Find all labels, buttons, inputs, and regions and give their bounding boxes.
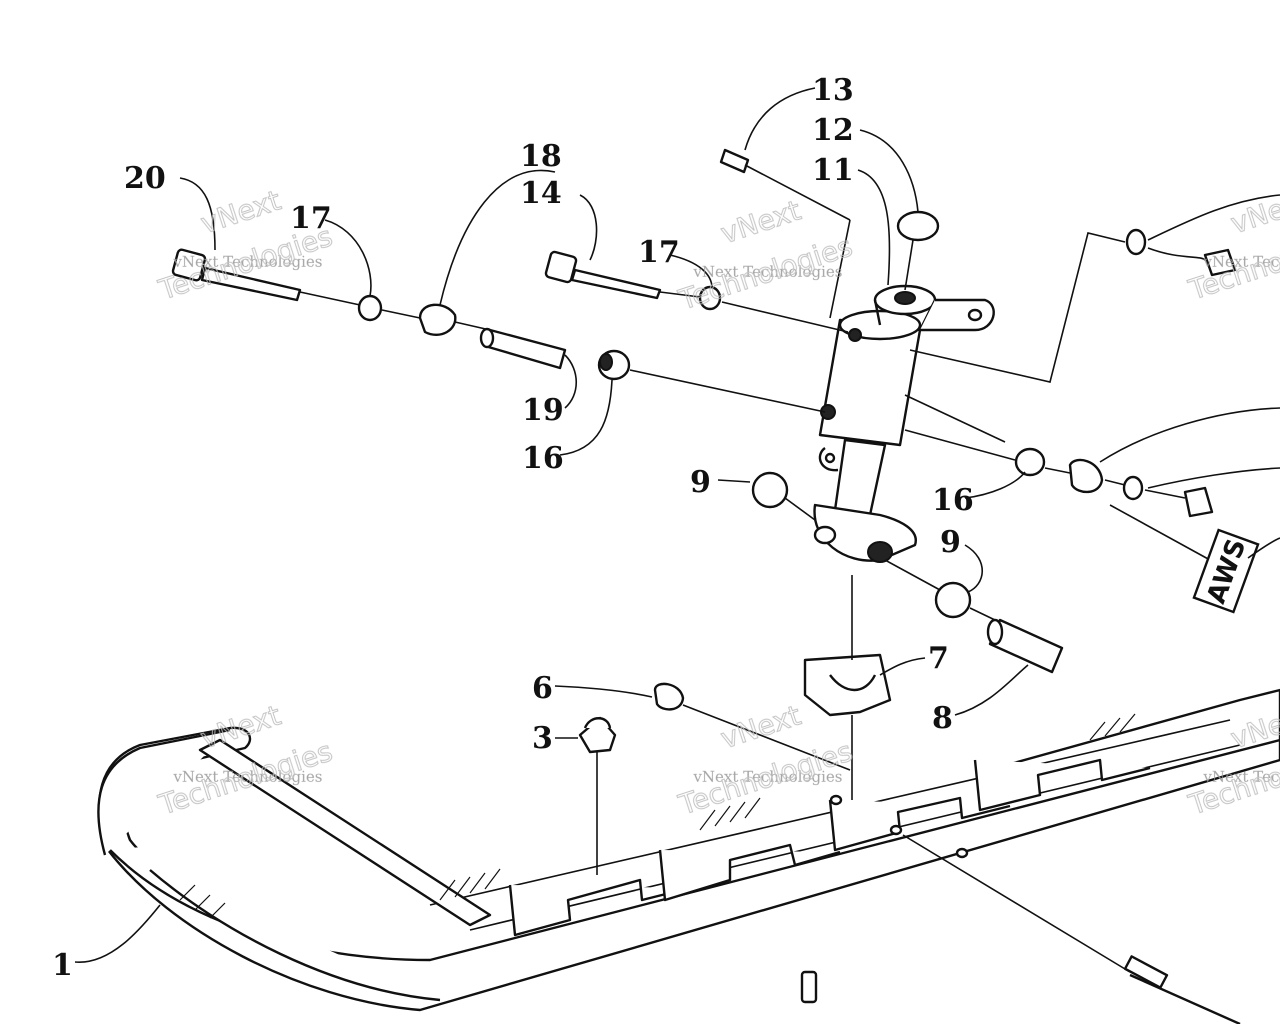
callout-8: 8: [932, 701, 953, 736]
hardware-parts: [171, 148, 1237, 754]
leader-lines: [74, 87, 1280, 963]
watermark-3-line3: Technologies: [1184, 219, 1280, 306]
watermark-1-line2: vNext Technologies: [172, 253, 322, 271]
callout-14: 14: [520, 176, 562, 211]
callout-20: 20: [124, 161, 166, 196]
callout-13: 13: [812, 73, 854, 108]
ski-body: [97, 688, 1280, 1024]
watermark-3-line2: vNext Technologies: [1202, 253, 1280, 271]
callout-19: 19: [522, 393, 564, 428]
watermark-2-line1: vNext: [717, 193, 805, 250]
aws-badge: AWS: [1192, 528, 1260, 614]
callout-11: 11: [812, 153, 854, 188]
watermark-1-line1: vNext: [197, 183, 285, 240]
callout-7: 7: [928, 641, 949, 676]
callout-9-right: 9: [940, 525, 961, 560]
callout-9-left: 9: [690, 465, 711, 500]
callout-16-right: 16: [932, 483, 974, 518]
callout-17-left: 17: [290, 201, 332, 236]
callout-6: 6: [532, 671, 553, 706]
watermark-3-line1: vNext: [1227, 183, 1280, 240]
callout-17-right: 17: [638, 235, 680, 270]
watermark-6-line2: vNext Technologies: [1202, 768, 1280, 786]
spindle-housing: [813, 284, 995, 563]
callout-12: 12: [812, 113, 854, 148]
callout-labels: 1 3 6 7 8 9 9 11 12 13 14 16 16 17 17 18…: [52, 73, 974, 983]
watermark-2-line2: vNext Technologies: [692, 263, 842, 281]
callout-3: 3: [532, 721, 553, 756]
watermark-4-line2: vNext Technologies: [172, 768, 322, 786]
callout-1: 1: [52, 948, 73, 983]
assembly-axes: [299, 164, 1211, 973]
callout-16-left: 16: [522, 441, 564, 476]
callout-18: 18: [520, 139, 562, 174]
watermark-5-line2: vNext Technologies: [692, 768, 842, 786]
